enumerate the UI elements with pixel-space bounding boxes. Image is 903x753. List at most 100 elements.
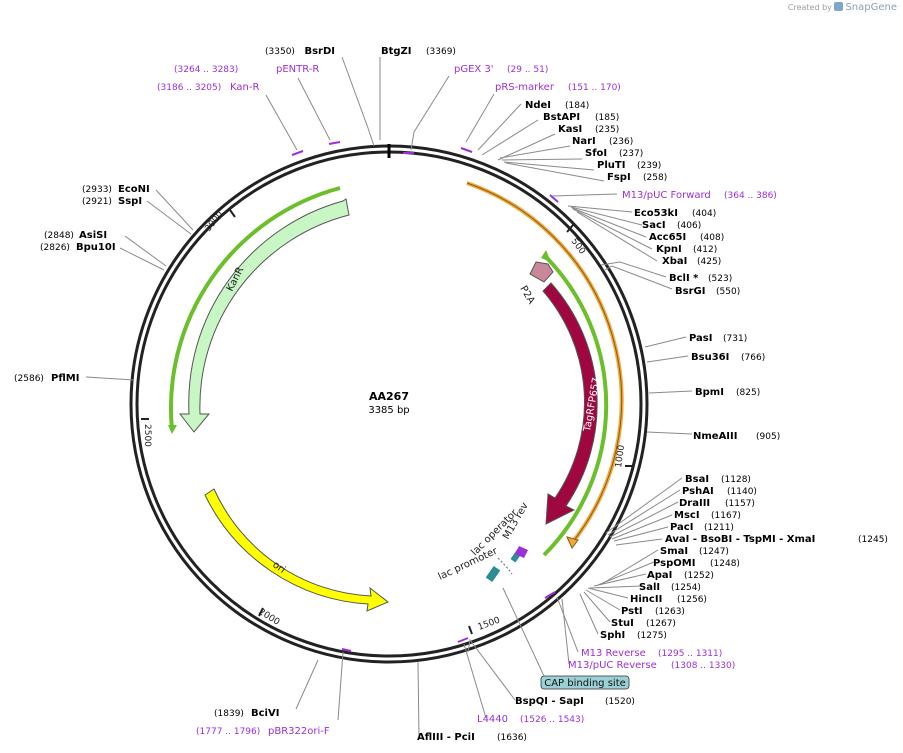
enzyme-nari-pos: (236) <box>609 137 633 147</box>
primer-l4440-pos: (1526 .. 1543) <box>520 715 584 725</box>
enzyme-bsu36i: Bsu36I <box>691 352 729 363</box>
enzyme-stui: StuI <box>611 618 634 629</box>
enzyme-bcivi-pos: (1839) <box>214 709 244 719</box>
orange-arc <box>466 181 624 545</box>
enzyme-btgzi-pos: (3369) <box>426 47 456 57</box>
enzyme-bsai-pos: (1128) <box>721 475 751 485</box>
cap-binding-site-label: CAP binding site <box>544 678 626 689</box>
primer-pentr-r-pos: (3264 .. 3283) <box>174 65 238 75</box>
leader-lines <box>85 56 693 739</box>
plasmid-size: 3385 bp <box>368 405 409 416</box>
primer-pgex3: pGEX 3' <box>454 64 494 75</box>
green-arc-left-head <box>168 425 177 434</box>
primer-m13-reverse: M13 Reverse <box>581 648 646 659</box>
enzyme-bsai: BsaI <box>685 474 709 485</box>
enzyme-saci-pos: (406) <box>677 221 701 231</box>
enzyme-pluti: PluTI <box>597 160 625 171</box>
enzyme-psti-pos: (1263) <box>655 607 685 617</box>
enzyme-bstapi-pos: (185) <box>595 113 619 123</box>
enzyme-pasi: PasI <box>689 333 712 344</box>
enzyme-stui-pos: (1267) <box>646 619 676 629</box>
enzyme-apai: ApaI <box>647 570 672 581</box>
enzyme-bcivi: BciVI <box>251 708 279 719</box>
enzyme-bpu10i-pos: (2826) <box>40 243 70 253</box>
enzyme-bsrgi-pos: (550) <box>716 287 740 297</box>
enzyme-eco53ki-pos: (404) <box>692 209 716 219</box>
enzyme-hincii-pos: (1256) <box>677 595 707 605</box>
primer-m13-reverse-pos: (1295 .. 1311) <box>658 649 722 659</box>
enzyme-draiii-pos: (1157) <box>725 499 755 509</box>
enzyme-apai-pos: (1252) <box>684 571 714 581</box>
enzyme-pflmi-pos: (2586) <box>14 374 44 384</box>
enzyme-bspqi: BspQI - SapI <box>515 696 584 707</box>
enzyme-sphi-pos: (1275) <box>637 631 667 641</box>
snapgene-logo-icon <box>834 2 844 11</box>
enzyme-kasi-pos: (235) <box>595 125 619 135</box>
feature-kanr[interactable] <box>178 198 350 433</box>
primer-m13-puc-forward-pos: (364 .. 386) <box>724 191 777 201</box>
enzyme-pshai-pos: (1140) <box>727 487 757 497</box>
enzyme-psti: PstI <box>621 606 643 617</box>
enzyme-sspi-pos: (2921) <box>82 197 112 207</box>
plasmid-name: AA267 <box>369 390 409 403</box>
enzyme-smai-pos: (1247) <box>699 547 729 557</box>
scale-ticks <box>141 209 633 635</box>
enzyme-sali-pos: (1254) <box>671 583 701 593</box>
feature-lac-promoter-box[interactable] <box>485 565 501 583</box>
green-arc <box>542 255 609 557</box>
primer-labels: pENTR-R (3264 .. 3283) Kan-R (3186 .. 32… <box>157 64 777 737</box>
enzyme-pshai: PshAI <box>682 486 714 497</box>
cap-binding-site-badge[interactable] <box>540 675 630 690</box>
primer-m13-puc-reverse-pos: (1308 .. 1330) <box>671 661 735 671</box>
enzyme-bsrdi-pos: (3350) <box>265 47 295 57</box>
primer-prs-marker: pRS-marker <box>495 82 555 93</box>
orange-arc-outline <box>466 182 623 544</box>
enzyme-avai: AvaI - BsoBI - TspMI - XmaI <box>665 534 815 545</box>
enzyme-sali: SalI <box>639 582 660 593</box>
enzyme-asisi: AsiSI <box>79 230 107 241</box>
enzyme-bcli-pos: (523) <box>708 274 732 284</box>
enzyme-ndei-pos: (184) <box>565 101 589 111</box>
enzyme-bpmi-pos: (825) <box>736 388 760 398</box>
enzyme-fspi: FspI <box>607 172 631 183</box>
enzyme-sfoi-pos: (237) <box>619 149 643 159</box>
enzyme-kpni-pos: (412) <box>693 245 717 255</box>
enzyme-fspi-pos: (258) <box>643 173 667 183</box>
enzyme-econi-pos: (2933) <box>82 185 112 195</box>
enzyme-bspqi-pos: (1520) <box>605 697 635 707</box>
feature-ori[interactable] <box>204 488 389 612</box>
enzyme-bpmi: BpmI <box>695 387 724 398</box>
enzyme-msci: MscI <box>674 510 700 521</box>
enzyme-paci: PacI <box>670 522 693 533</box>
enzyme-xbai-pos: (425) <box>697 257 721 267</box>
enzyme-nmeaiii-pos: (905) <box>756 432 780 442</box>
primer-kan-r: Kan-R <box>230 82 259 93</box>
enzyme-nari: NarI <box>572 136 596 147</box>
enzyme-hincii: HincII <box>630 594 662 605</box>
enzyme-labels: BsrDI (3350) BtgZI (3369) NdeI (184) Bst… <box>14 46 888 743</box>
enzyme-pluti-pos: (239) <box>637 161 661 171</box>
enzyme-ndei: NdeI <box>525 100 551 111</box>
enzyme-acc65i: Acc65I <box>649 232 686 243</box>
primer-pgex3-pos: (29 .. 51) <box>507 65 548 75</box>
enzyme-sspi: SspI <box>118 196 142 207</box>
feature-m13-rev-box[interactable] <box>515 546 528 558</box>
enzyme-kpni: KpnI <box>656 244 682 255</box>
enzyme-eco53ki: Eco53kI <box>634 208 678 219</box>
feature-p2a[interactable] <box>529 261 554 283</box>
primer-kan-r-pos: (3186 .. 3205) <box>157 83 221 93</box>
primer-prs-marker-pos: (151 .. 170) <box>568 83 621 93</box>
feature-tagrfp657[interactable] <box>542 282 598 525</box>
enzyme-acc65i-pos: (408) <box>700 233 724 243</box>
primer-pentr-r: pENTR-R <box>276 64 319 75</box>
tick-label-1000: 1000 <box>614 444 627 468</box>
enzyme-asisi-pos: (2848) <box>44 231 74 241</box>
primer-pbr322ori-f-pos: (1777 .. 1796) <box>196 727 260 737</box>
enzyme-nmeaiii: NmeAIII <box>693 431 737 442</box>
primer-m13-puc-forward: M13/pUC Forward <box>622 190 711 201</box>
green-arc-head <box>541 250 551 262</box>
enzyme-bsrdi: BsrDI <box>304 46 335 57</box>
green-arc-left <box>168 186 341 431</box>
enzyme-afliii: AflIII - PciI <box>417 732 475 743</box>
